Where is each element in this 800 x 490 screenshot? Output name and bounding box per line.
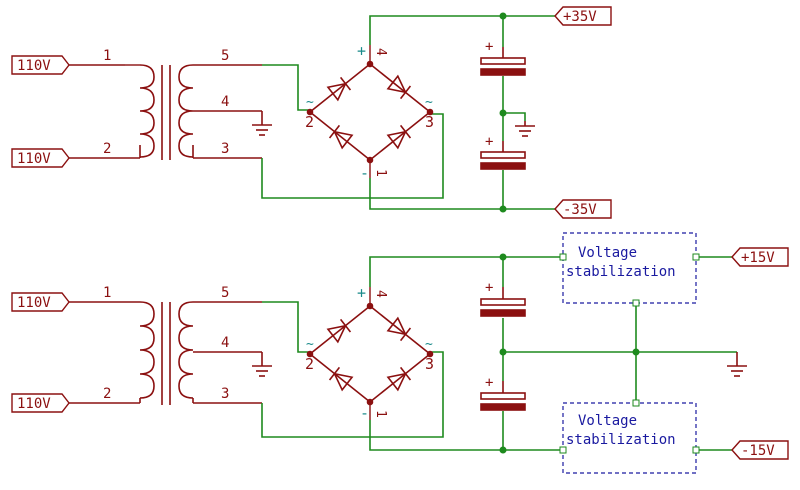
ground-symbol <box>252 352 272 377</box>
svg-text:~: ~ <box>306 95 314 110</box>
svg-text:5: 5 <box>221 285 229 301</box>
port-minus-35v: -35V <box>554 199 612 219</box>
svg-text:1: 1 <box>373 410 388 418</box>
svg-text:4: 4 <box>221 94 229 110</box>
svg-text:110V: 110V <box>17 396 51 412</box>
svg-text:4: 4 <box>373 290 388 298</box>
port-plus-15v: +15V <box>731 247 789 267</box>
voltage-stabilization-block-upper: Voltage stabilization <box>559 232 700 307</box>
ground-symbol <box>252 111 272 136</box>
voltage-stabilization-block-lower: Voltage stabilization <box>559 399 700 474</box>
svg-text:~: ~ <box>425 337 433 352</box>
svg-text:5: 5 <box>221 48 229 64</box>
svg-text:3: 3 <box>425 113 434 131</box>
svg-text:2: 2 <box>305 113 314 131</box>
svg-text:+: + <box>485 375 493 391</box>
svg-text:+35V: +35V <box>563 9 597 25</box>
svg-text:1: 1 <box>103 48 111 64</box>
svg-text:-: - <box>360 404 369 422</box>
ground-symbol <box>727 352 747 377</box>
port-plus-35v: +35V <box>554 6 612 26</box>
port-bottom-110v-1: 110V <box>11 292 70 312</box>
ground-symbol <box>515 121 535 137</box>
capacitor-bottom-lower: + <box>480 375 526 411</box>
svg-text:2: 2 <box>103 386 111 402</box>
svg-text:~: ~ <box>425 95 433 110</box>
svg-text:1: 1 <box>373 169 388 177</box>
svg-text:+: + <box>357 42 366 60</box>
svg-text:3: 3 <box>221 386 229 402</box>
svg-text:stabilization: stabilization <box>566 432 676 448</box>
svg-text:110V: 110V <box>17 151 51 167</box>
port-minus-15v: -15V <box>731 440 789 460</box>
svg-text:110V: 110V <box>17 295 51 311</box>
svg-text:3: 3 <box>425 355 434 373</box>
svg-text:1: 1 <box>103 285 111 301</box>
bottom-supply: 110V 110V 1 2 5 4 3 <box>11 232 789 474</box>
port-bottom-110v-2: 110V <box>11 393 70 413</box>
svg-text:110V: 110V <box>17 58 51 74</box>
svg-text:+: + <box>485 280 493 296</box>
capacitor-top-upper: + <box>480 39 526 76</box>
transformer-top <box>139 64 194 160</box>
svg-text:+: + <box>357 284 366 302</box>
capacitor-bottom-upper: + <box>480 280 526 317</box>
capacitor-top-lower: + <box>480 134 526 170</box>
svg-text:-35V: -35V <box>563 202 597 218</box>
transformer-bottom <box>139 301 194 405</box>
svg-text:+15V: +15V <box>741 250 775 266</box>
svg-text:4: 4 <box>373 48 388 56</box>
svg-text:Voltage: Voltage <box>578 245 637 261</box>
svg-text:+: + <box>485 39 493 55</box>
bridge-rectifier-bottom: + 4 ~ 2 ~ 3 - 1 <box>305 284 434 422</box>
top-supply: 110V 110V 1 2 5 4 3 <box>11 6 612 219</box>
svg-text:-15V: -15V <box>741 443 775 459</box>
svg-text:+: + <box>485 134 493 150</box>
svg-text:-: - <box>360 164 369 182</box>
bridge-rectifier-top: + 4 ~ 2 ~ 3 - 1 <box>305 42 434 182</box>
svg-text:~: ~ <box>306 337 314 352</box>
svg-text:3: 3 <box>221 141 229 157</box>
svg-text:Voltage: Voltage <box>578 413 637 429</box>
svg-text:stabilization: stabilization <box>566 264 676 280</box>
port-top-110v-2: 110V <box>11 148 70 168</box>
svg-text:4: 4 <box>221 335 229 351</box>
svg-text:2: 2 <box>305 355 314 373</box>
svg-text:2: 2 <box>103 141 111 157</box>
port-top-110v-1: 110V <box>11 55 70 75</box>
